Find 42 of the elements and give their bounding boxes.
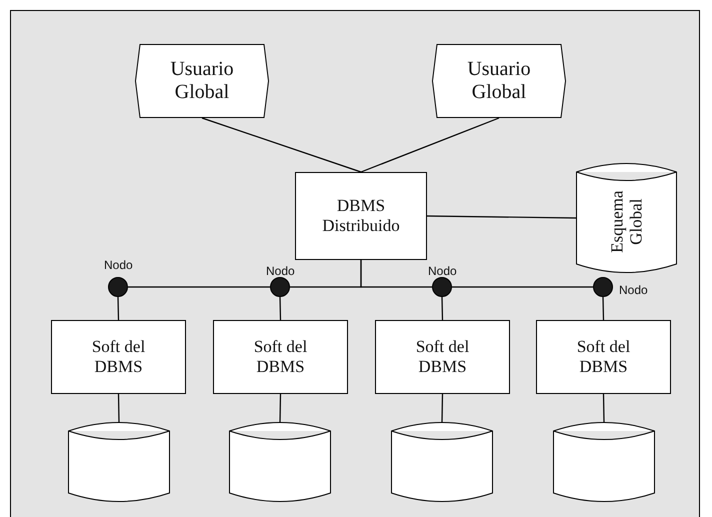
node-caption: Nodo bbox=[428, 264, 457, 278]
connector-line bbox=[452, 286, 593, 288]
user-display-shape bbox=[135, 44, 269, 118]
connector-line bbox=[441, 394, 444, 422]
process-box bbox=[375, 320, 510, 394]
connector-line bbox=[202, 117, 362, 173]
node-label: Soft del DBMS bbox=[90, 337, 146, 377]
database-cylinder bbox=[68, 422, 170, 502]
connector-line bbox=[360, 260, 432, 288]
connector-line bbox=[360, 117, 500, 173]
node-caption: Nodo bbox=[619, 283, 648, 297]
connector-line bbox=[117, 296, 120, 320]
node-label: Soft del DBMS bbox=[414, 337, 470, 377]
process-box bbox=[295, 172, 427, 260]
connector-line bbox=[602, 394, 605, 422]
database-cylinder bbox=[229, 422, 331, 502]
node-label: Usuario Global bbox=[466, 58, 532, 104]
connector-line bbox=[118, 394, 120, 422]
node-label: Esquema Global bbox=[608, 190, 646, 256]
network-node-circle bbox=[270, 277, 290, 297]
node-caption: Nodo bbox=[266, 264, 295, 278]
process-box bbox=[213, 320, 348, 394]
connector-line bbox=[279, 296, 282, 320]
connector-line bbox=[427, 215, 576, 219]
network-node-circle bbox=[432, 277, 452, 297]
database-cylinder bbox=[391, 422, 493, 502]
node-label: Usuario Global bbox=[169, 58, 235, 104]
node-label: Soft del DBMS bbox=[576, 337, 632, 377]
node-label: DBMS Distribuido bbox=[321, 196, 401, 236]
database-cylinder bbox=[553, 422, 655, 502]
process-box bbox=[51, 320, 186, 394]
user-display-shape bbox=[432, 44, 566, 118]
node-label: Soft del DBMS bbox=[252, 337, 308, 377]
connector-line bbox=[128, 286, 270, 288]
connector-line bbox=[279, 394, 282, 422]
database-cylinder bbox=[576, 163, 677, 273]
connector-line bbox=[602, 296, 604, 320]
process-box bbox=[536, 320, 671, 394]
network-node-circle bbox=[108, 277, 128, 297]
node-caption: Nodo bbox=[104, 258, 133, 272]
network-node-circle bbox=[593, 277, 613, 297]
connector-line bbox=[441, 296, 444, 320]
